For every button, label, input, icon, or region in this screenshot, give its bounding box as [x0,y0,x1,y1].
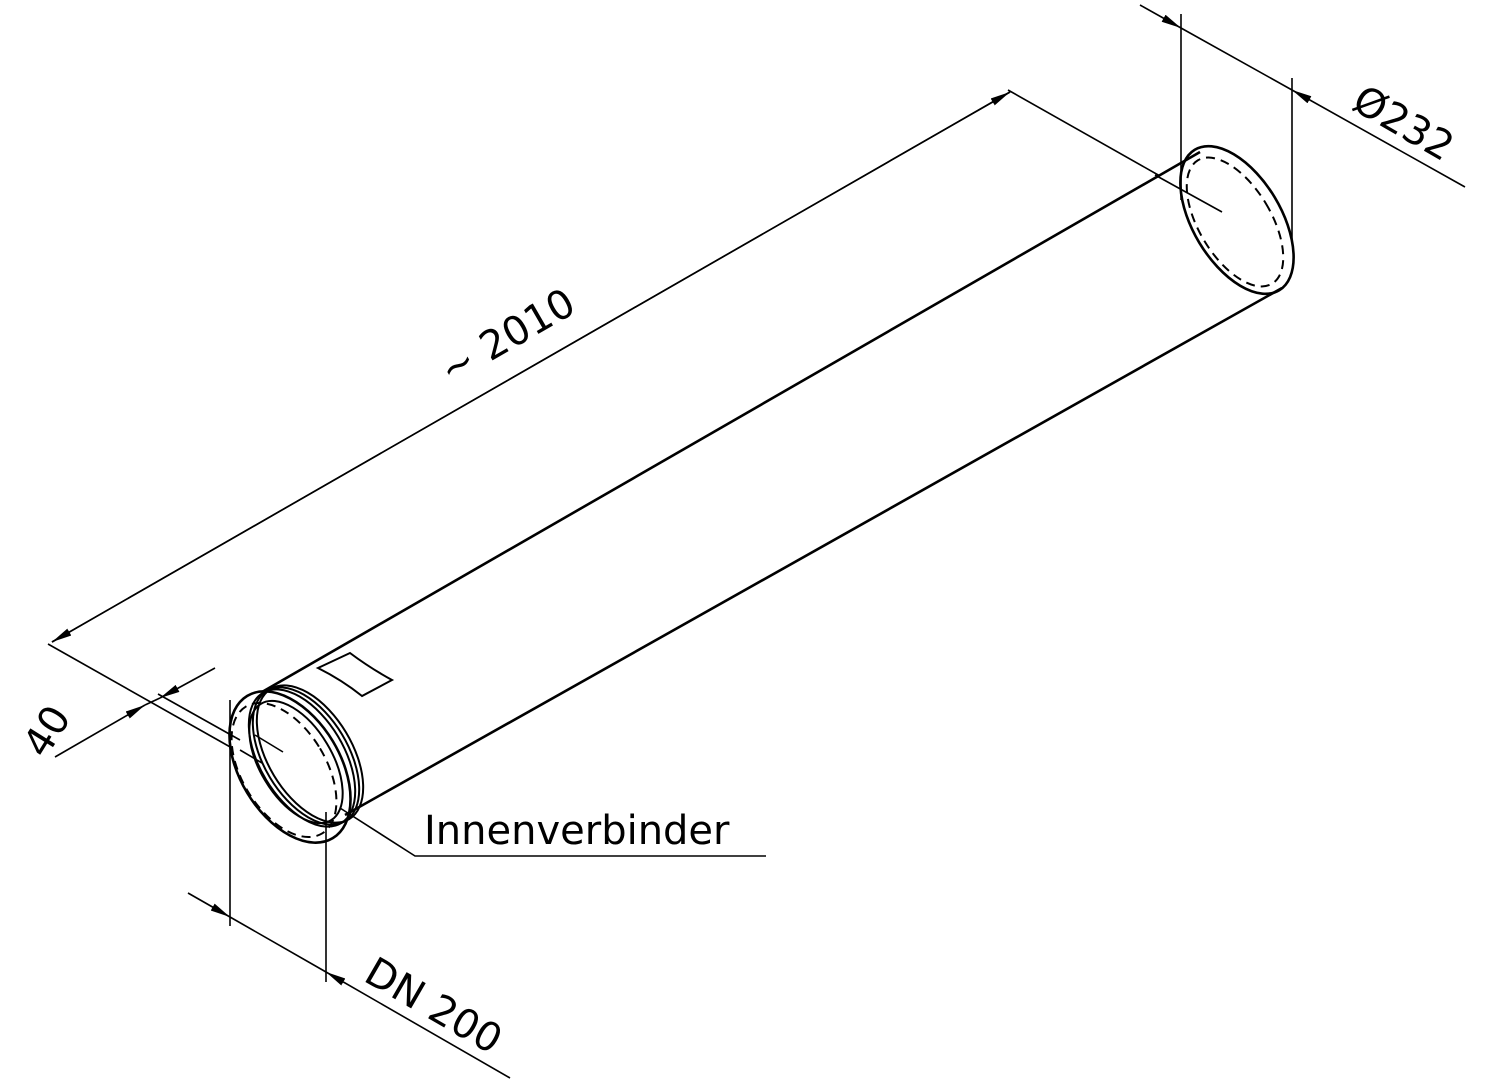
label-window [315,651,395,698]
depth-dimension: 40 [14,667,241,766]
nominal-label: DN 200 [357,949,510,1064]
inner-connector [228,684,365,844]
callout-label: Innenverbinder [424,808,730,854]
length-dimension: ~ 2010 [47,89,1161,749]
depth-label: 40 [14,698,80,766]
pipe-body [261,144,1295,817]
length-label: ~ 2010 [432,280,583,394]
connector-callout: Innenverbinder [339,807,766,857]
diameter-label: Ø232 [1345,77,1461,171]
